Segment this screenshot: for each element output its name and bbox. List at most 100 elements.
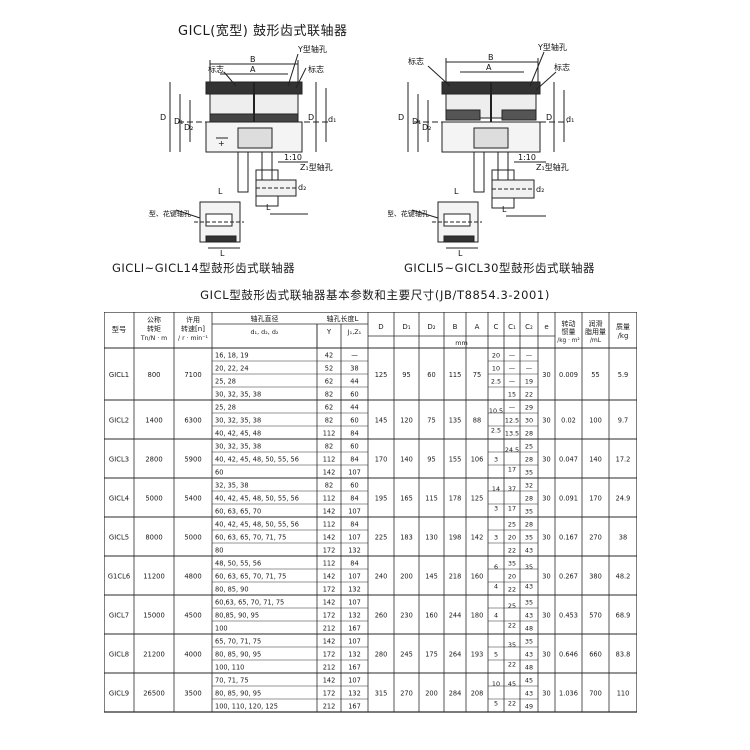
header-bore-diameter: 轴孔直径 [251, 314, 279, 323]
speed-cell: 5000 [184, 534, 201, 542]
bore-length-Y-cell: 142 [323, 469, 336, 477]
bore-diameter-cell: 60, 63, 65, 70 [215, 508, 261, 516]
header-inertia: /kg · m² [557, 337, 580, 344]
dim-B-cell: 135 [449, 417, 462, 425]
dim-C2-cell: 43 [525, 690, 533, 698]
bore-diameter-cell: 65, 70, 71, 75 [215, 638, 261, 646]
inertia-cell: 0.167 [559, 534, 578, 542]
dim-C1-cell: 25 [508, 521, 516, 529]
bore-length-JZ-cell: 44 [350, 378, 358, 386]
bore-length-Y-cell: 172 [323, 586, 336, 594]
dim-L-label-r: L [502, 205, 507, 214]
dim-A-cell: 193 [471, 651, 484, 659]
speed-cell: 4000 [184, 651, 201, 659]
dim-A-label: A [250, 65, 256, 74]
dim-D1-cell: 165 [400, 495, 413, 503]
grease-cell: 380 [589, 573, 602, 581]
dim-D-cell: 315 [375, 690, 388, 698]
header-inertia: 惯量 [562, 327, 576, 336]
dim-D1-cell: 245 [400, 651, 413, 659]
speed-cell: 4500 [184, 612, 201, 620]
dim-A-cell: 208 [471, 690, 484, 698]
dim-B-cell: 218 [449, 573, 462, 581]
bore-length-JZ-cell: 132 [348, 651, 361, 659]
grease-cell: 700 [589, 690, 602, 698]
bore-diameter-cell: 48, 50, 55, 56 [215, 560, 261, 568]
right-coupling-drawing: B A 标志 Y型轴孔 标志 D D₁ D₂ D d₁ 1:10 Z₁型轴孔 L… [388, 42, 574, 257]
bore-length-Y-cell: 112 [323, 495, 336, 503]
y-bore-label-r: Y型轴孔 [537, 42, 567, 52]
speed-cell: 3500 [184, 690, 201, 698]
bore-length-JZ-cell: 60 [350, 417, 358, 425]
dim-d2-label: d₂ [298, 183, 306, 192]
dim-D2-cell: 200 [425, 690, 438, 698]
dim-C1-cell: 22 [508, 660, 516, 668]
bore-length-Y-cell: 82 [325, 482, 333, 490]
dim-C2-cell: 30 [525, 417, 533, 425]
bore-diameter-cell: 100, 110, 120, 125 [215, 703, 278, 711]
bore-diameter-cell: 40, 42, 45, 48 [215, 430, 261, 438]
bore-length-Y-cell: 142 [323, 638, 336, 646]
bore-length-JZ-cell: 107 [348, 638, 361, 646]
model-cell: GICL2 [109, 417, 129, 425]
dim-e-cell: 30 [542, 495, 550, 503]
dim-D1-cell: 230 [400, 612, 413, 620]
dim-B-label-r: B [488, 53, 494, 62]
bore-diameter-cell: 80, 85, 90, 95 [215, 651, 261, 659]
header-A: A [475, 323, 480, 331]
dim-D2-cell: 160 [425, 612, 438, 620]
bore-diameter-cell: 25, 28 [215, 404, 236, 412]
dim-C1-cell: 35 [508, 641, 516, 649]
bore-length-Y-cell: 172 [323, 547, 336, 555]
dim-D-cell: 170 [375, 456, 388, 464]
bore-length-JZ-cell: 60 [350, 391, 358, 399]
bore-length-JZ-cell: — [351, 352, 358, 360]
dim-C1-cell: 22 [508, 699, 516, 707]
torque-cell: 1400 [145, 417, 162, 425]
dim-C-cell: 5 [494, 651, 498, 659]
dim-B-cell: 284 [449, 690, 462, 698]
mark-label-2: 标志 [308, 64, 324, 74]
dim-D-cell: 280 [375, 651, 388, 659]
dim-C1-cell: 17 [508, 504, 516, 512]
y-bore-label: Y型轴孔 [297, 44, 327, 54]
dim-C1-cell: 13.5 [505, 430, 519, 438]
dim-C-cell: 3 [494, 534, 498, 542]
dim-C-cell: 4 [494, 582, 498, 590]
torque-cell: 21200 [143, 651, 165, 659]
bore-length-Y-cell: 142 [323, 599, 336, 607]
dim-C1-cell: — [509, 378, 516, 386]
dim-C2-cell: 35 [525, 534, 533, 542]
model-cell: GICL4 [109, 495, 129, 503]
dim-e-cell: 30 [542, 456, 550, 464]
dim-C1-cell: 22 [508, 586, 516, 594]
bore-diameter-cell: 30, 32, 35, 38 [215, 391, 261, 399]
dim-C2-cell: 35 [525, 563, 533, 571]
dim-C-cell: 4 [494, 612, 498, 620]
taper-label-r: 1:10 [518, 153, 536, 162]
dim-C2-cell: 43 [525, 582, 533, 590]
speed-cell: 5400 [184, 495, 201, 503]
bore-length-JZ-cell: 132 [348, 612, 361, 620]
dim-A-cell: 125 [471, 495, 484, 503]
dim-C1-cell: 20 [508, 573, 516, 581]
dim-C2-cell: 49 [525, 703, 533, 711]
dim-C1-cell: 20 [508, 534, 516, 542]
dim-C1-cell: 15 [508, 391, 516, 399]
dim-C-cell: 5 [494, 699, 498, 707]
bore-length-JZ-cell: 107 [348, 599, 361, 607]
dim-D2-cell: 130 [425, 534, 438, 542]
dim-D-cell: 260 [375, 612, 388, 620]
dim-D-cell: 145 [375, 417, 388, 425]
dim-C1-cell: — [509, 352, 516, 360]
dim-L-label-r3: L [458, 249, 463, 257]
dim-C-cell: 10 [492, 680, 500, 688]
bore-length-JZ-cell: 44 [350, 404, 358, 412]
grease-cell: 660 [589, 651, 602, 659]
bore-length-Y-cell: 212 [323, 703, 336, 711]
bore-length-Y-cell: 112 [323, 521, 336, 529]
bore-length-Y-cell: 52 [325, 365, 333, 373]
dim-d1-label-r: d₁ [566, 115, 574, 124]
mark-label: 标志 [208, 64, 224, 74]
